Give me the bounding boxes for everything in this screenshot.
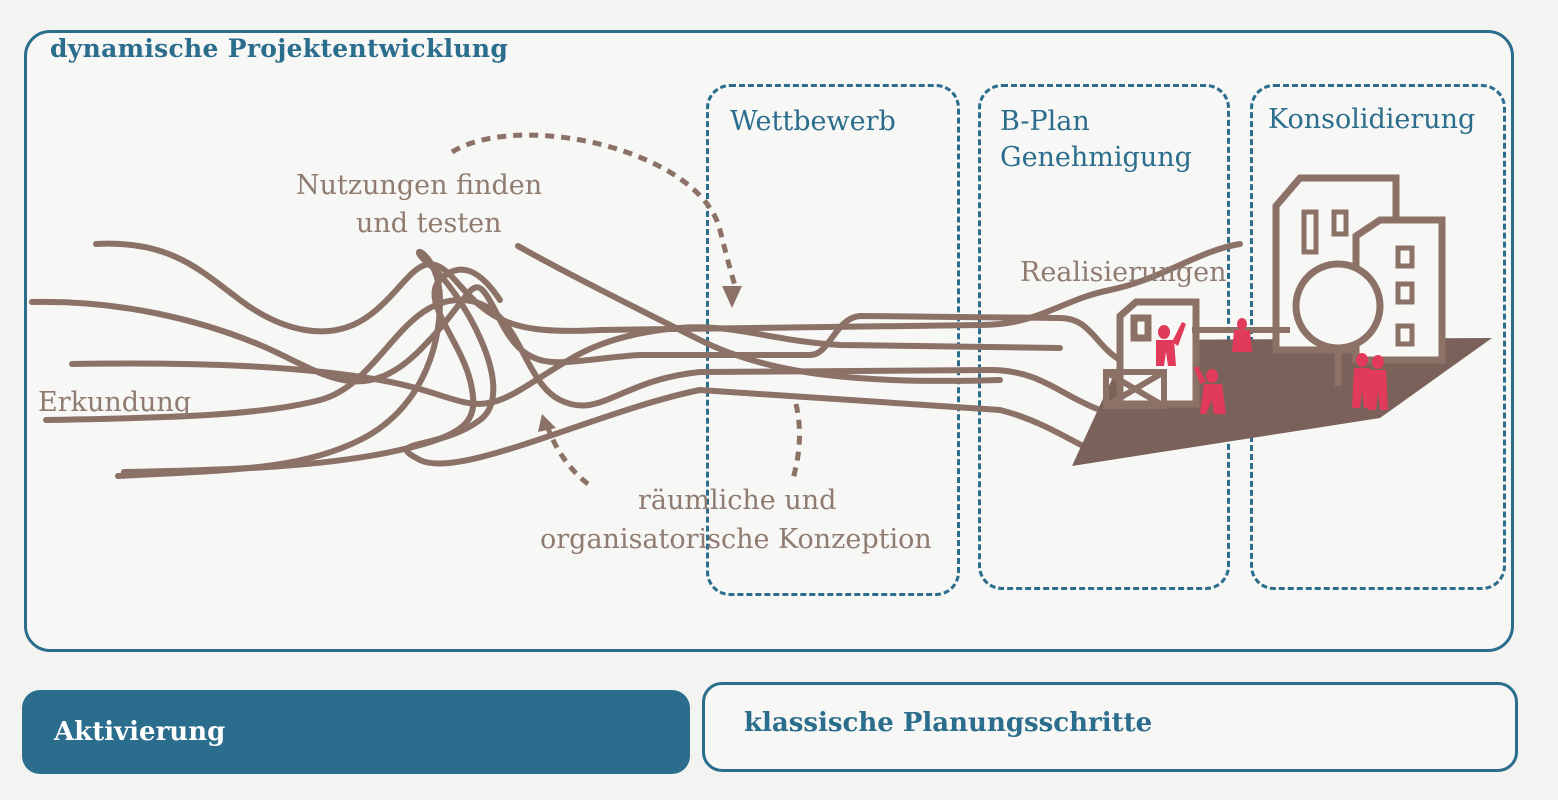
aktivierung-bar [22, 690, 690, 774]
aktivierung-label: Aktivierung [54, 717, 226, 747]
path-strand [43, 296, 1103, 423]
klassische-planungsschritte-label: klassische Planungsschritte [744, 708, 1153, 738]
building-windows [1301, 209, 1415, 347]
phase-box-wettbewerb [706, 84, 960, 596]
arrow-dashed-from-konzeption [545, 427, 590, 486]
phase-label-bplan-line1: B-Plan [1000, 106, 1090, 137]
phase-label-bplan-line2: Genehmigung [1000, 142, 1192, 173]
path-strand [121, 266, 503, 475]
path-strand [69, 324, 1063, 407]
path-strand [115, 248, 1103, 479]
path-strand [29, 284, 1123, 385]
arrowhead-up [538, 414, 556, 432]
arrowhead-down [722, 286, 742, 308]
label-konzeption-line1: räumliche und [638, 485, 837, 516]
path-strand [515, 243, 1003, 384]
label-nutzungen-line2: und testen [356, 208, 502, 239]
phase-label-wettbewerb: Wettbewerb [730, 106, 896, 137]
path-strand [93, 240, 1243, 335]
label-nutzungen-line1: Nutzungen finden [296, 170, 543, 201]
label-konzeption-line2: organisatorische Konzeption [540, 524, 932, 555]
phase-box-bplan [978, 84, 1230, 590]
diagram-title: dynamische Projektentwicklung [50, 34, 509, 63]
people-figures [1156, 318, 1388, 414]
tree-icon [1292, 260, 1384, 386]
label-realisierungen: Realisierungen [1020, 257, 1227, 288]
scaffold-icon [1103, 369, 1167, 409]
arrow-dashed-to-wettbewerb [450, 132, 739, 291]
phase-box-konsolidierung [1250, 84, 1506, 590]
label-erkundung: Erkundung [38, 387, 192, 418]
phase-label-konsolidierung: Konsolidierung [1268, 104, 1476, 135]
arrow-dashed-down [789, 403, 802, 483]
klassische-planungsschritte-bar [702, 682, 1518, 772]
